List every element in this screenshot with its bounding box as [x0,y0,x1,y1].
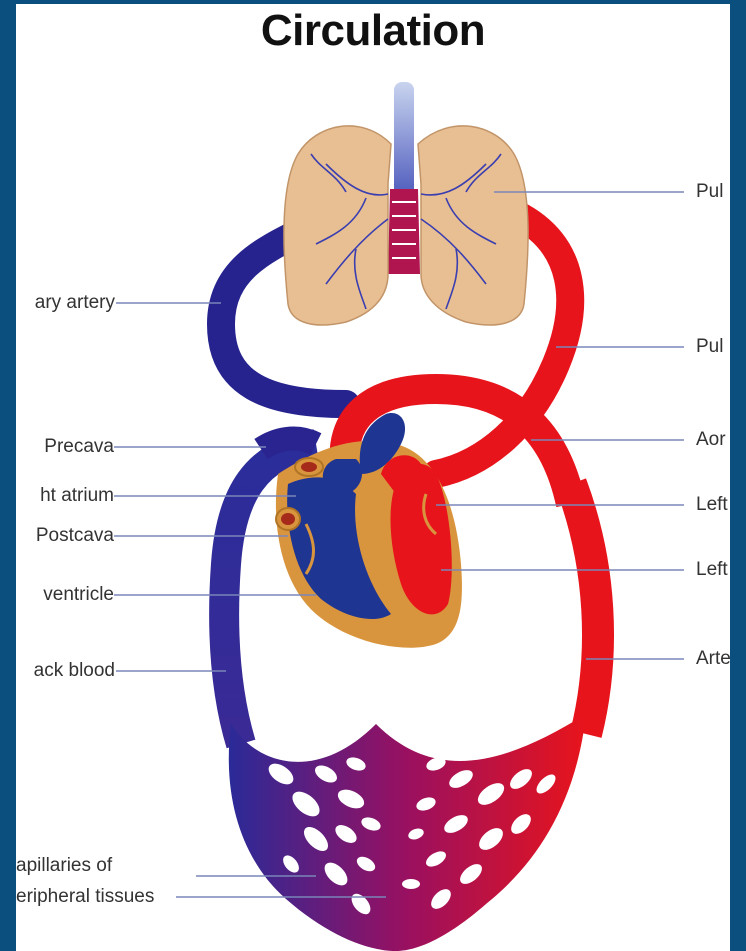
left-lung [284,126,391,325]
label-pulmonary-artery: ary artery [35,292,115,314]
precava [261,439,316,449]
diagram-panel: Circulation [16,4,730,951]
lungs [284,82,528,325]
right-lung [418,126,528,325]
label-left-atrium: Left [696,494,728,516]
label-pulmonary-2: Pul [696,336,723,358]
label-artery: Arte [696,648,730,670]
label-postcava: Postcava [36,525,114,547]
label-aorta: Aor [696,429,726,451]
capillary-bed [229,714,586,951]
label-back-blood: ack blood [34,660,115,682]
label-precava: Precava [44,436,114,458]
label-right-atrium: ht atrium [40,485,114,507]
label-right-ventricle: ventricle [43,584,114,606]
label-peripheral-tissues: eripheral tissues [16,886,154,908]
label-left-ventricle: Left [696,559,728,581]
label-pulmonary-1: Pul [696,181,723,203]
circulation-diagram [16,4,730,951]
label-capillaries-of: apillaries of [16,855,112,877]
artery [571,484,598,734]
